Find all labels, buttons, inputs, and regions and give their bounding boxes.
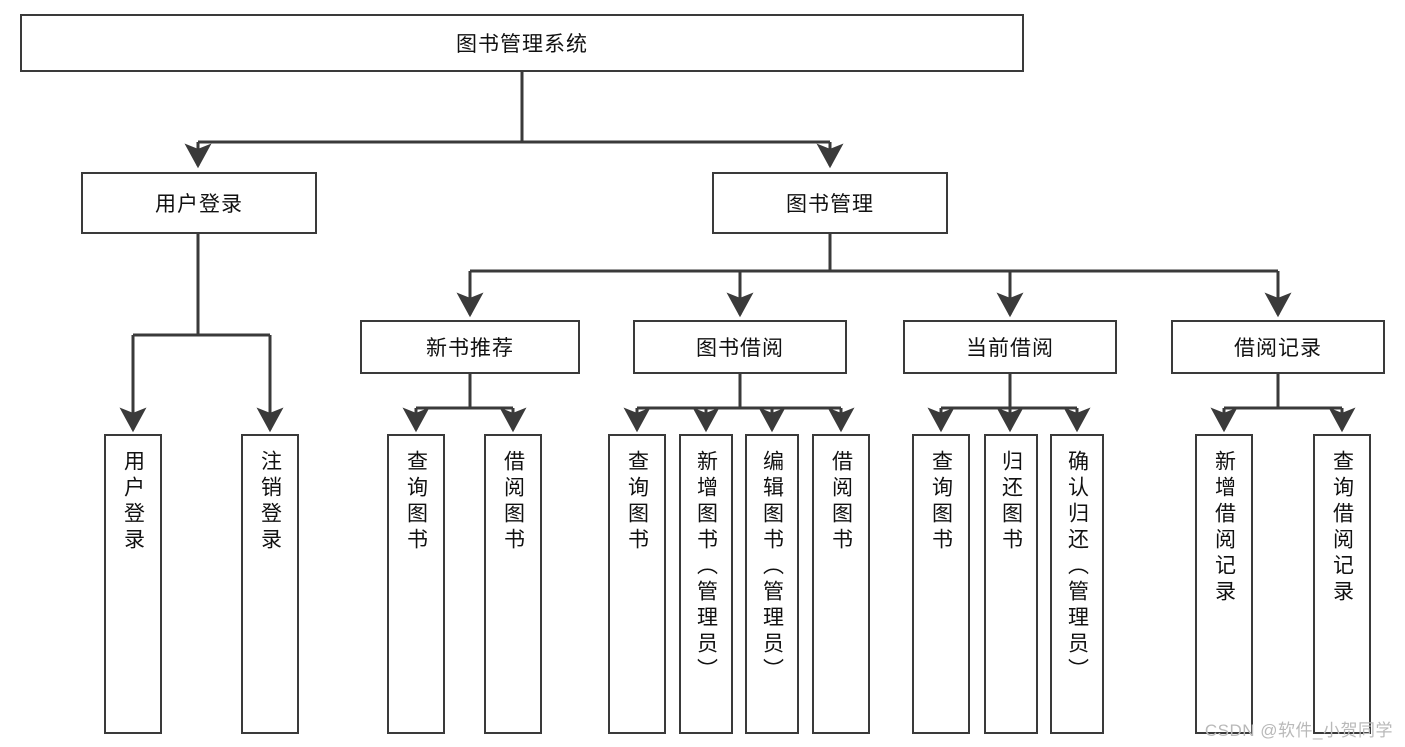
node-new-book-recommend[interactable]: 新书推荐 (360, 320, 580, 374)
node-leaf-user-login-label: 用户登录 (121, 450, 145, 554)
node-new-book-recommend-label: 新书推荐 (426, 337, 514, 360)
node-leaf-return-book[interactable]: 归还图书 (984, 434, 1038, 734)
node-leaf-user-logout[interactable]: 注销登录 (241, 434, 299, 734)
node-current-borrow[interactable]: 当前借阅 (903, 320, 1117, 374)
node-book-manage-label: 图书管理 (786, 193, 874, 216)
node-user-login-label: 用户登录 (155, 193, 243, 216)
node-leaf-borrow-book-1[interactable]: 借阅图书 (484, 434, 542, 734)
node-leaf-edit-book[interactable]: 编辑图书（管理员） (745, 434, 799, 734)
node-leaf-confirm-return[interactable]: 确认归还（管理员） (1050, 434, 1104, 734)
node-root[interactable]: 图书管理系统 (20, 14, 1024, 72)
node-leaf-user-login[interactable]: 用户登录 (104, 434, 162, 734)
node-leaf-add-record-label: 新增借阅记录 (1212, 450, 1236, 606)
node-borrow-record-label: 借阅记录 (1234, 337, 1322, 360)
csdn-watermark: CSDN @软件_小贺同学 (1204, 721, 1393, 740)
node-current-borrow-label: 当前借阅 (966, 337, 1054, 360)
node-book-borrow-label: 图书借阅 (696, 337, 784, 360)
node-leaf-borrow-book-2[interactable]: 借阅图书 (812, 434, 870, 734)
node-leaf-borrow-book-1-label: 借阅图书 (501, 450, 525, 554)
node-user-login[interactable]: 用户登录 (81, 172, 317, 234)
node-leaf-add-book-label: 新增图书（管理员） (694, 450, 718, 684)
node-leaf-user-logout-label: 注销登录 (258, 450, 282, 554)
node-root-label: 图书管理系统 (456, 33, 588, 56)
node-leaf-add-book[interactable]: 新增图书（管理员） (679, 434, 733, 734)
node-leaf-query-record[interactable]: 查询借阅记录 (1313, 434, 1371, 734)
node-leaf-query-book-2[interactable]: 查询图书 (608, 434, 666, 734)
node-leaf-query-book-3[interactable]: 查询图书 (912, 434, 970, 734)
node-book-borrow[interactable]: 图书借阅 (633, 320, 847, 374)
node-leaf-confirm-return-label: 确认归还（管理员） (1065, 450, 1089, 684)
node-leaf-query-record-label: 查询借阅记录 (1330, 450, 1354, 606)
node-leaf-query-book-3-label: 查询图书 (929, 450, 953, 554)
node-leaf-borrow-book-2-label: 借阅图书 (829, 450, 853, 554)
node-leaf-query-book-2-label: 查询图书 (625, 450, 649, 554)
node-borrow-record[interactable]: 借阅记录 (1171, 320, 1385, 374)
node-leaf-add-record[interactable]: 新增借阅记录 (1195, 434, 1253, 734)
node-leaf-return-book-label: 归还图书 (999, 450, 1023, 554)
node-book-manage[interactable]: 图书管理 (712, 172, 948, 234)
node-leaf-edit-book-label: 编辑图书（管理员） (760, 450, 784, 684)
node-leaf-query-book-1[interactable]: 查询图书 (387, 434, 445, 734)
node-leaf-query-book-1-label: 查询图书 (404, 450, 428, 554)
